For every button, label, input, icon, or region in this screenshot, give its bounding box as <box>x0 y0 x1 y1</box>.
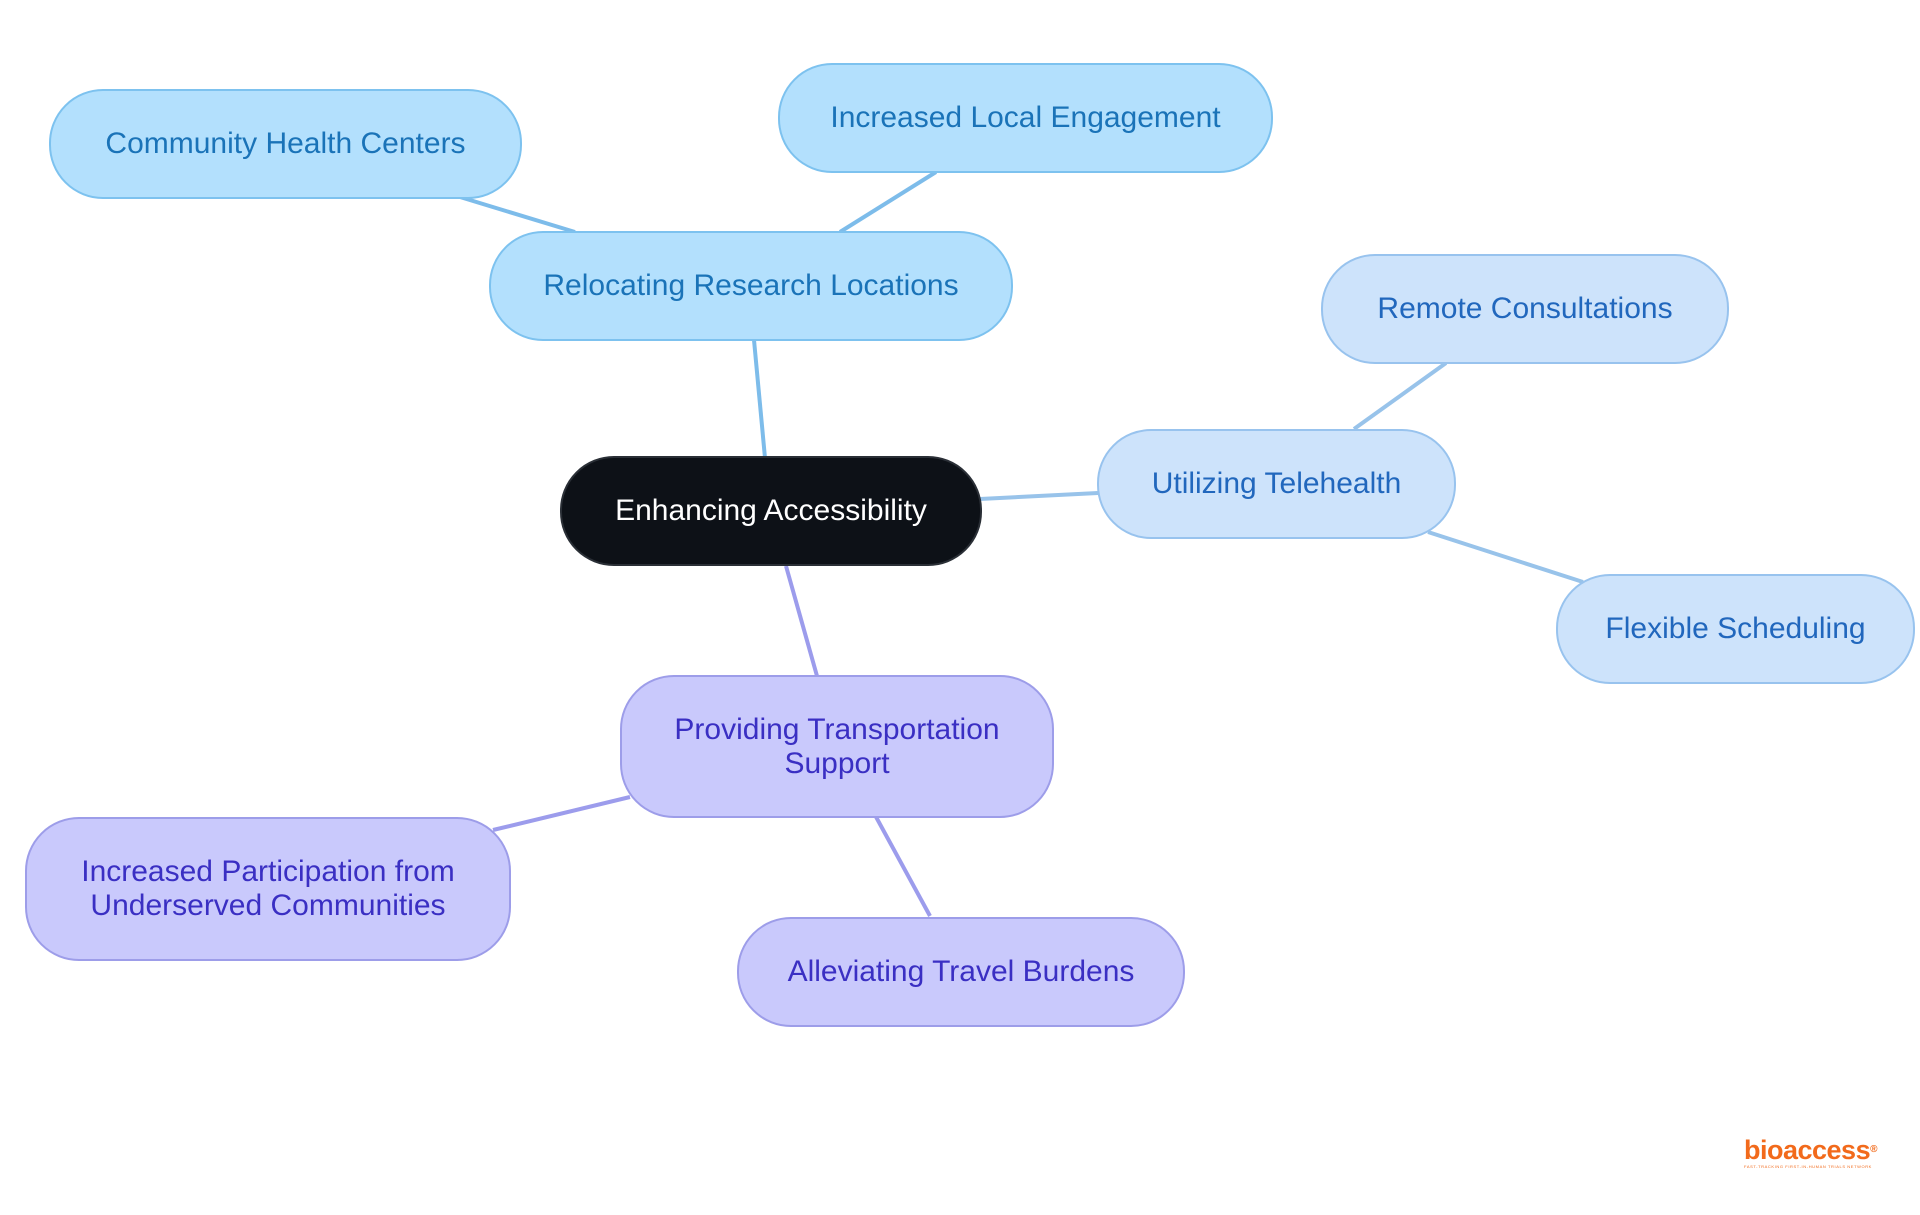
logo-wordmark: bioaccess® <box>1744 1135 1877 1165</box>
leaf-remote-consultations: Remote Consultations <box>1321 254 1729 364</box>
bioaccess-logo: bioaccess® FAST-TRACKING FIRST-IN-HUMAN … <box>1744 1136 1884 1172</box>
leaf-label: Remote Consultations <box>1377 292 1673 325</box>
root-node-label: Enhancing Accessibility <box>615 494 927 527</box>
leaf-community-health-centers: Community Health Centers <box>49 89 522 199</box>
edge-root-relocating <box>752 339 767 459</box>
branch-relocating-research-locations: Relocating Research Locations <box>489 231 1013 341</box>
leaf-increased-participation: Increased Participation from Underserved… <box>25 817 511 961</box>
leaf-alleviating-travel-burdens: Alleviating Travel Burdens <box>737 917 1185 1027</box>
edge-transport-participation <box>492 795 631 832</box>
branch-label: Providing Transportation Support <box>674 712 1000 780</box>
leaf-label: Community Health Centers <box>105 127 466 160</box>
root-node: Enhancing Accessibility <box>560 456 982 566</box>
edge-telehealth-flexible <box>1427 530 1584 584</box>
branch-utilizing-telehealth: Utilizing Telehealth <box>1097 429 1456 539</box>
branch-label: Relocating Research Locations <box>543 269 959 302</box>
leaf-label: Flexible Scheduling <box>1605 612 1866 645</box>
branch-label: Utilizing Telehealth <box>1151 467 1402 500</box>
leaf-flexible-scheduling: Flexible Scheduling <box>1556 574 1915 684</box>
edge-root-transport <box>784 565 819 677</box>
leaf-increased-local-engagement: Increased Local Engagement <box>778 63 1273 173</box>
edge-transport-travel <box>873 814 932 917</box>
leaf-label: Alleviating Travel Burdens <box>787 955 1135 988</box>
edge-relocating-community <box>459 195 576 234</box>
edge-root-telehealth <box>979 491 1099 501</box>
edge-relocating-engagement <box>838 170 938 234</box>
branch-providing-transportation-support: Providing Transportation Support <box>620 675 1054 818</box>
edge-telehealth-remote <box>1352 361 1448 431</box>
leaf-label: Increased Local Engagement <box>830 101 1221 134</box>
logo-tagline: FAST-TRACKING FIRST-IN-HUMAN TRIALS NETW… <box>1744 1164 1872 1169</box>
leaf-label: Increased Participation from Underserved… <box>81 855 455 922</box>
